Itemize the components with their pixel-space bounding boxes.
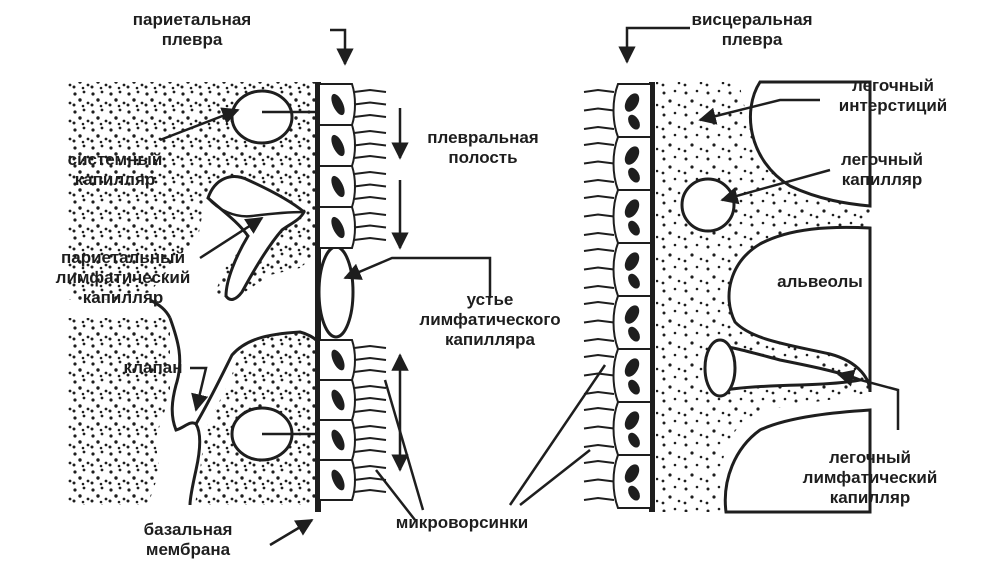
label-microvilli: микроворсинки — [395, 513, 529, 532]
leader-lines — [159, 26, 900, 547]
label-systemic-capillary: системный капилляр — [67, 150, 163, 189]
label-visceral-pleura: висцеральная плевра — [691, 10, 813, 49]
parietal-mesothelium-upper — [320, 83, 387, 249]
label-lung-interstitium: легочный интерстиций — [838, 76, 948, 115]
label-basal-membrane: базальная мембрана — [143, 520, 233, 559]
lymph-orifice — [317, 245, 355, 339]
label-alveoli: альвеолы — [777, 272, 863, 291]
label-valve: клапан — [123, 358, 183, 377]
label-lung-capillary: легочный капилляр — [841, 150, 923, 189]
parietal-lymph-capillary — [206, 175, 306, 301]
parietal-mesothelium-lower — [320, 339, 387, 501]
systemic-capillary-upper — [230, 89, 294, 145]
lung-capillary — [680, 177, 736, 233]
label-parietal-lymph-capillary: париетальный лимфатический капилляр — [55, 248, 191, 307]
label-pleural-cavity: плевральная полость — [427, 128, 539, 167]
label-lymph-orifice: устье лимфатического капилляра — [419, 290, 561, 349]
label-lung-lymph-capillary: легочный лимфатический капилляр — [802, 448, 938, 507]
alveoli-outlines — [723, 80, 872, 514]
visceral-mesothelium — [583, 83, 650, 509]
valve-structure — [149, 298, 318, 506]
label-parietal-pleura: париетальная плевра — [132, 10, 252, 49]
